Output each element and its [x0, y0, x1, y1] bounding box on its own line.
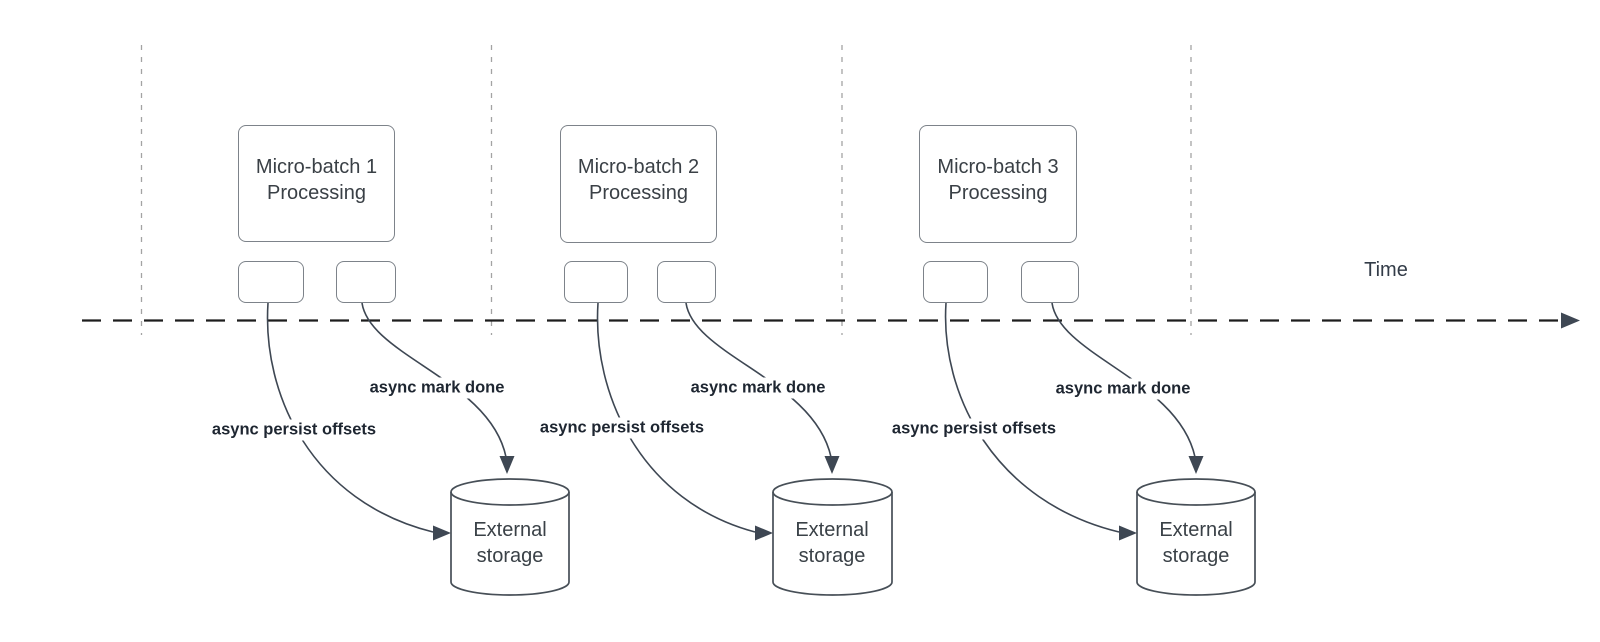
persist-arrowhead-icon-2: [755, 525, 773, 541]
storage-cylinder-rim-3: [1136, 491, 1256, 506]
persist-arrowhead-icon-3: [1119, 525, 1137, 541]
external-storage-3-line2: storage: [1162, 545, 1230, 567]
task-box-3-left: [923, 261, 988, 303]
storage-cylinder-rim-2: [772, 491, 893, 506]
external-storage-label-1: External storage: [455, 517, 565, 569]
microbatch-1-title-line2: Processing: [267, 181, 366, 204]
done-arrowhead-icon-2: [824, 456, 840, 474]
mark-done-arrow-1: [361, 302, 507, 458]
task-box-1-right: [336, 261, 396, 303]
microbatch-2-processing-box: Micro-batch 2 Processing: [560, 125, 717, 243]
persist-offsets-arrow-1: [266, 302, 434, 533]
storage-cylinder-3: [1136, 478, 1256, 596]
microbatch-3-title-line2: Processing: [948, 182, 1048, 204]
mark-done-arrow-2: [685, 302, 832, 458]
done-arrowhead-icon-1: [499, 456, 515, 474]
microbatch-1-processing-box: Micro-batch 1 Processing: [238, 125, 395, 242]
persist-offsets-label-2: async persist offsets: [536, 417, 708, 439]
persist-arrowhead-icon-1: [433, 525, 451, 541]
done-arrowhead-icon-3: [1188, 456, 1204, 474]
microbatch-2-title-line2: Processing: [589, 182, 688, 204]
external-storage-label-2: External storage: [777, 517, 887, 569]
storage-cylinder-2: [772, 478, 893, 596]
mark-done-arrow-3: [1051, 302, 1196, 458]
storage-cylinder-rim-1: [450, 491, 570, 506]
external-storage-label-3: External storage: [1141, 517, 1251, 569]
microbatch-2-title-line1: Micro-batch 2: [577, 156, 700, 178]
mark-done-label-3: async mark done: [1052, 378, 1194, 400]
task-box-3-right: [1021, 261, 1079, 303]
microbatch-3-processing-box: Micro-batch 3 Processing: [919, 125, 1077, 243]
external-storage-1-line2: storage: [476, 545, 544, 567]
mark-done-label-2: async mark done: [687, 377, 829, 399]
task-box-1-left: [238, 261, 304, 303]
persist-offsets-label-3: async persist offsets: [888, 418, 1060, 440]
task-box-2-left: [564, 261, 628, 303]
microbatch-1-title-line1: Micro-batch 1: [255, 155, 378, 178]
external-storage-2-line1: External: [795, 519, 869, 541]
task-box-2-right: [657, 261, 716, 303]
time-axis-label: Time: [1364, 259, 1408, 281]
external-storage-3-line1: External: [1159, 519, 1233, 541]
mark-done-label-1: async mark done: [366, 377, 508, 399]
time-axis-arrowhead-icon: [1561, 312, 1580, 329]
storage-cylinder-1: [450, 478, 570, 596]
persist-offsets-label-1: async persist offsets: [208, 419, 380, 441]
external-storage-1-line1: External: [473, 519, 547, 541]
persist-offsets-arrow-2: [596, 302, 756, 533]
external-storage-2-line2: storage: [798, 545, 866, 567]
microbatch-3-title-line1: Micro-batch 3: [937, 156, 1059, 178]
persist-offsets-arrow-3: [944, 302, 1120, 533]
